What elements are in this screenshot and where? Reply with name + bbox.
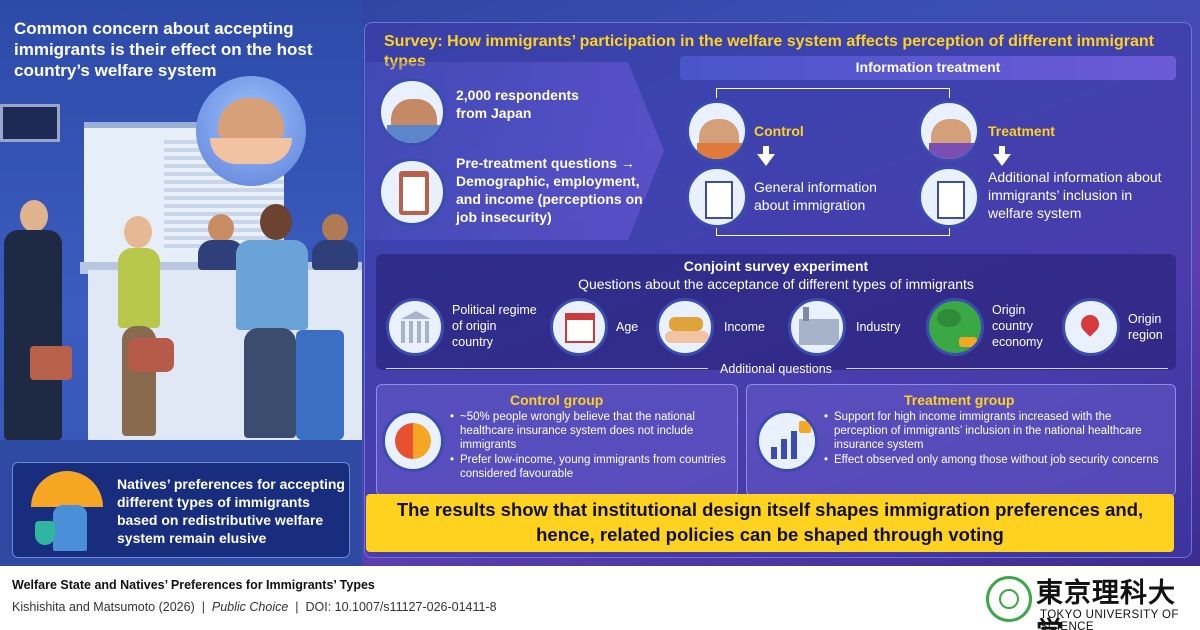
traveller-body [118,248,160,328]
treatment-group-bullets: Support for high income immigrants incre… [824,410,1168,468]
attribute-label: Income [724,320,765,334]
traveller-legs [244,328,296,438]
list-item: Prefer low-income, young immigrants from… [450,453,730,481]
attribute-label: Industry [856,320,901,334]
additional-questions-line-left [386,368,708,369]
handbag-icon [128,338,174,372]
control-group-bullets: ~50% people wrongly believe that the nat… [450,410,730,482]
conjoint-box [376,254,1176,370]
map-pin-icon [1062,298,1120,356]
left-panel: Common concern about accepting immigrant… [0,0,362,566]
clipboard-icon [378,158,446,226]
hands-holding-people-icon [196,76,306,186]
control-people-icon [686,100,748,162]
university-seal-inner [999,589,1019,609]
additional-questions-line-right [846,368,1168,369]
treatment-arrow-stem [999,146,1005,156]
info-treatment-label: Information treatment [855,59,1001,75]
treatment-info: Additional information about immigrants’… [988,169,1162,221]
control-group-title: Control group [510,392,604,408]
university-name-english: TOKYO UNIVERSITY OF SCIENCE [1040,609,1179,630]
infographic-canvas: Common concern about accepting immigrant… [0,0,1200,566]
family-icon [53,505,87,551]
left-heading: Common concern about accepting immigrant… [14,19,313,80]
attribute-label: Origin country economy [992,303,1043,349]
attribute-label: Origin region [1128,312,1163,342]
attribute-label: Age [616,320,639,334]
authors: Kishishita and Matsumoto (2026) [12,600,195,614]
traveller-head [20,200,48,232]
respondents-text: 2,000 respondents from Japan [456,87,579,121]
university-name-japanese: 東京理科大学 [1036,578,1176,630]
treatment-group-title: Treatment group [904,392,1015,408]
control-document-icon [686,166,748,228]
calendar-icon [550,298,608,356]
elusive-box: Natives’ preferences for accepting diffe… [12,462,350,558]
money-hand-icon [656,298,714,356]
list-item: Effect observed only among those without… [824,453,1168,467]
briefcase-icon [30,346,72,380]
traveller-body [4,230,62,440]
conjoint-subtitle: Questions about the acceptance of differ… [578,276,974,292]
journal-name: Public Choice [211,600,289,614]
results-text: The results show that institutional desi… [396,499,1144,545]
suitcase-icon [296,330,344,440]
elusive-text: Natives’ preferences for accepting diffe… [117,476,345,546]
separator: | [201,600,205,614]
officer-head [208,214,234,242]
pretreatment-text: Pre-treatment questions → Demographic, e… [456,155,643,225]
airport-sign [0,104,60,142]
paper-title: Welfare State and Natives’ Preferences f… [12,578,375,592]
treatment-people-icon [918,100,980,162]
doi-link[interactable]: DOI: 10.1007/s11127-026-01411-8 [305,600,497,614]
separator: | [295,600,299,614]
attribute-label: Political regime of origin country [452,303,537,349]
control-label: Control [754,123,804,139]
control-arrow-stem [763,146,769,156]
growth-chart-icon [756,410,818,472]
additional-questions-label: Additional questions [720,362,832,376]
factory-icon [788,298,846,356]
officer-head [322,214,348,242]
traveller-head [124,216,152,248]
bracket-top [716,88,950,98]
traveller-body [236,240,308,330]
umbrella-icon [31,471,103,507]
officer-body [312,240,358,270]
traveller-head [260,204,292,240]
citation: Kishishita and Matsumoto (2026) | Public… [12,600,497,614]
shield-icon [35,521,55,545]
treatment-document-icon [918,166,980,228]
respondents-icon [378,78,446,146]
conjoint-title: Conjoint survey experiment [683,258,869,274]
globe-icon [926,298,984,356]
info-treatment-bar [680,56,1176,80]
control-arrow-icon [757,154,775,166]
treatment-label: Treatment [988,123,1055,139]
treatment-arrow-icon [993,154,1011,166]
results-box [366,494,1174,552]
bracket-bottom [716,226,950,236]
pie-chart-icon [382,410,444,472]
control-info: General information about immigration [754,179,877,213]
government-building-icon [386,298,444,356]
list-item: ~50% people wrongly believe that the nat… [450,410,730,452]
list-item: Support for high income immigrants incre… [824,410,1168,452]
